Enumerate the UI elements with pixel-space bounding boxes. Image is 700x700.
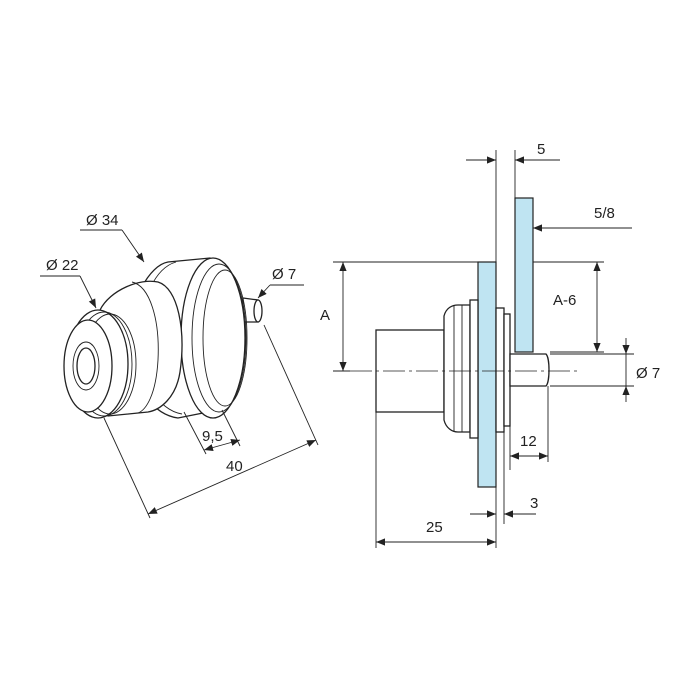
pin-side — [509, 353, 550, 387]
label-25: 25 — [426, 519, 443, 536]
washer-side — [495, 307, 505, 433]
dim-length-25: 25 — [375, 412, 496, 548]
dim-length-12: 12 — [509, 386, 549, 470]
label-9-5: 9,5 — [202, 428, 223, 445]
washer-inner — [503, 313, 511, 427]
label-a: A — [320, 307, 330, 324]
dim-diameter-22: Ø 22 — [40, 257, 97, 309]
knob-perspective-view: Ø 34 Ø 22 Ø 7 9,5 40 — [40, 212, 319, 519]
knob-side-section-view: 5 5/8 A A-6 Ø 7 — [320, 141, 660, 548]
label-a-6: A-6 — [553, 292, 576, 309]
label-5-8: 5/8 — [594, 205, 615, 222]
dim-length-40: 40 — [103, 324, 319, 519]
label-side-d7: Ø 7 — [636, 365, 660, 382]
label-pin-d7: Ø 7 — [272, 266, 296, 283]
label-d34: Ø 34 — [86, 212, 119, 229]
dim-thickness-5: 5 — [466, 141, 560, 262]
dim-diameter-7-side: Ø 7 — [550, 338, 660, 402]
front-end — [63, 309, 137, 419]
label-5: 5 — [537, 141, 545, 158]
glass-panel-front — [477, 261, 497, 488]
label-12: 12 — [520, 433, 537, 450]
flange-side — [443, 299, 479, 439]
label-3: 3 — [530, 495, 538, 512]
dim-a-minus-6: A-6 — [533, 261, 604, 353]
glass-panel-rear — [514, 197, 534, 353]
dim-diameter-34: Ø 34 — [80, 212, 145, 263]
label-d22: Ø 22 — [46, 257, 79, 274]
dim-glass-5-8: 5/8 — [533, 205, 632, 232]
dim-a: A — [320, 261, 478, 372]
dim-diameter-7-pin: Ø 7 — [257, 266, 304, 299]
label-40: 40 — [226, 458, 243, 475]
rear-pin — [242, 297, 263, 323]
dim-length-3: 3 — [470, 432, 538, 548]
